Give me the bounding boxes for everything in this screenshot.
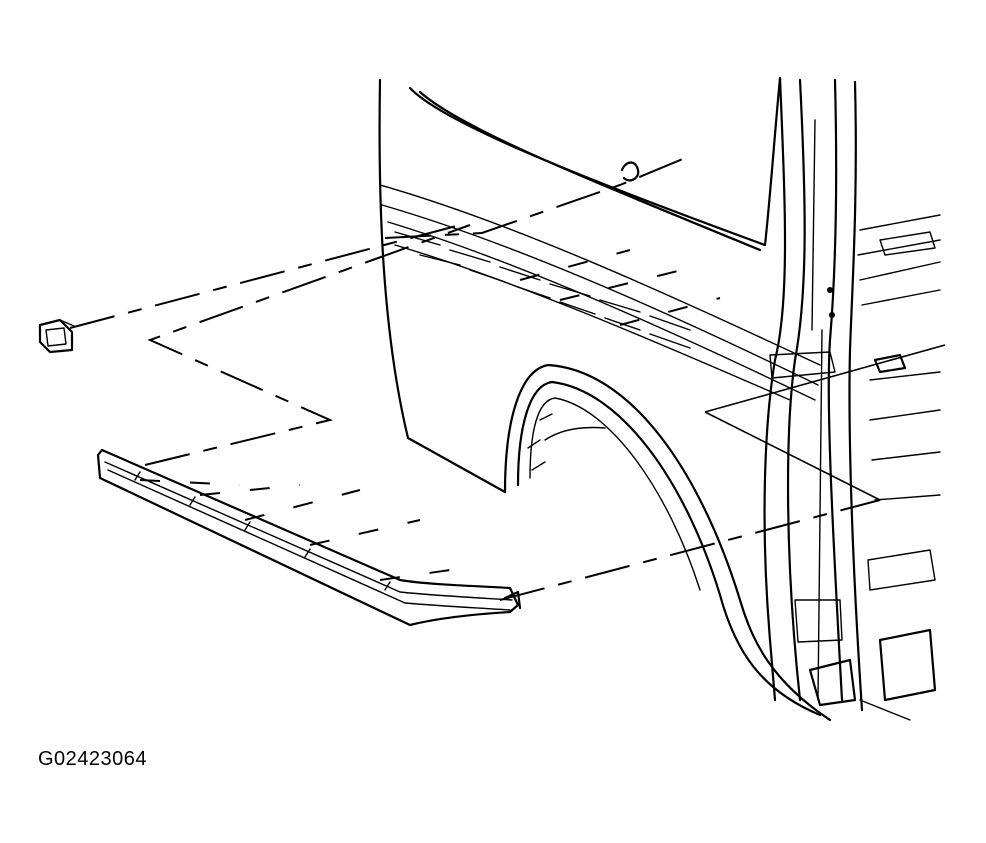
wheel-molding bbox=[96, 448, 522, 627]
quarter-panel bbox=[378, 76, 821, 494]
cargo-floor bbox=[857, 214, 941, 721]
retainer-clip bbox=[38, 318, 75, 354]
alignment-lines bbox=[69, 157, 946, 601]
upper-clip bbox=[620, 161, 640, 182]
wheel-opening bbox=[503, 363, 832, 722]
figure-id-label: G02423064 bbox=[38, 748, 148, 770]
door-jamb bbox=[763, 76, 907, 712]
